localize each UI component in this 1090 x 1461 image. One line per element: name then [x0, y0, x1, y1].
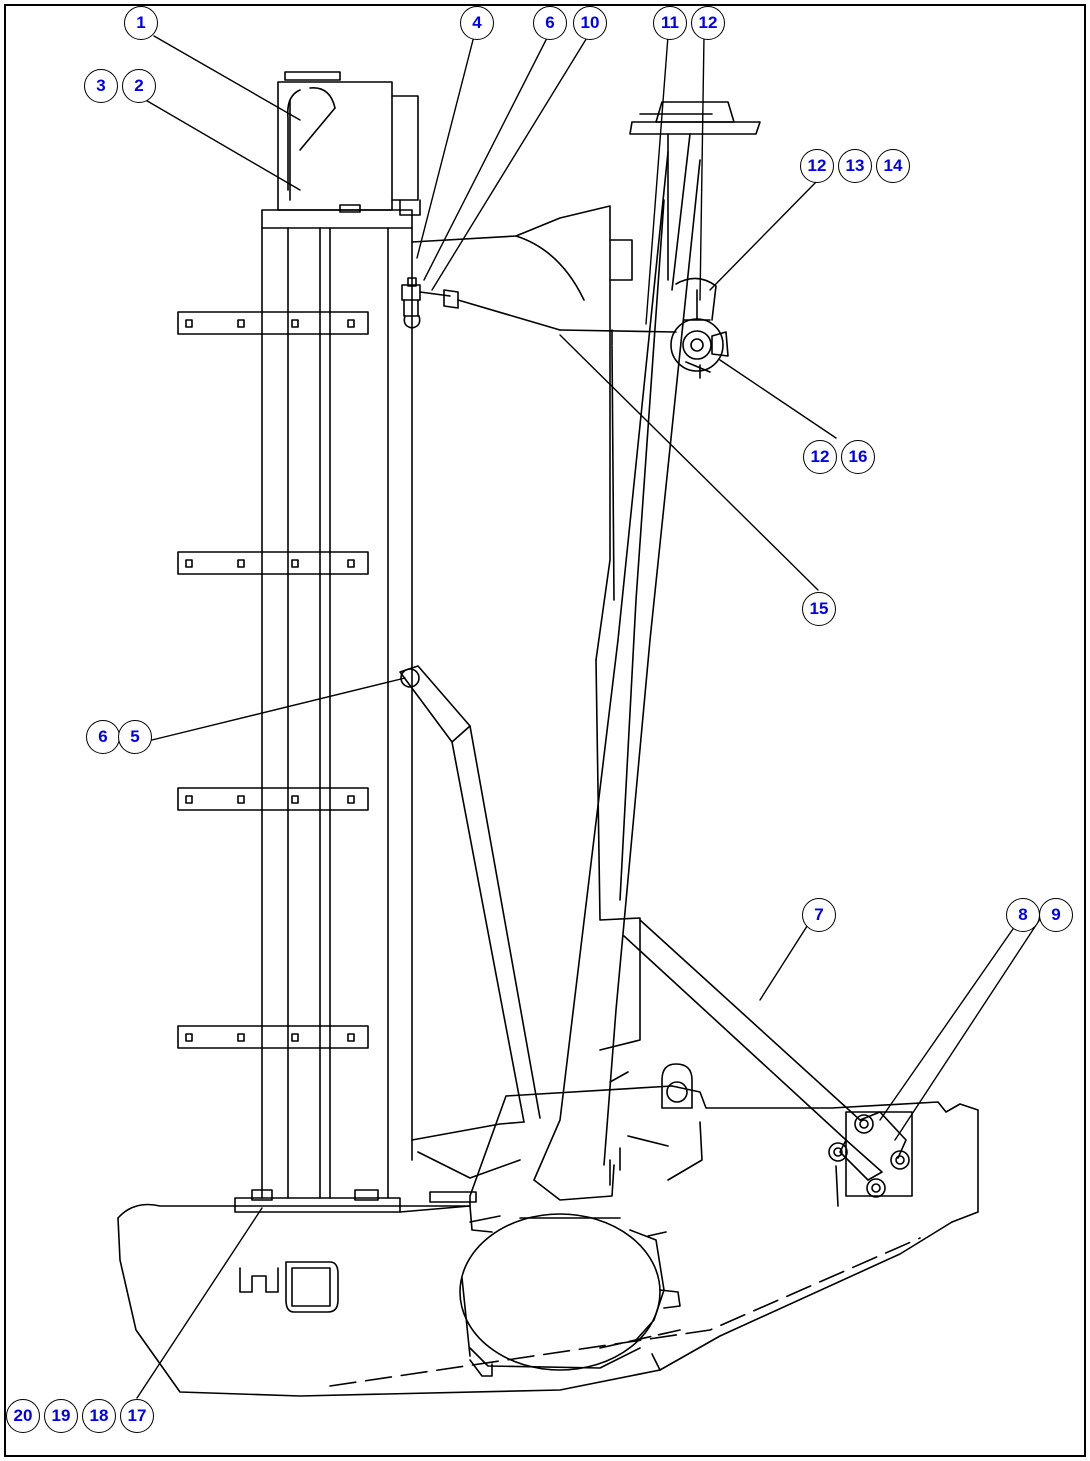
- machine-deck: [117, 1063, 979, 1397]
- callout-7[interactable]: 7: [802, 898, 836, 932]
- callout-20[interactable]: 20: [6, 1399, 40, 1433]
- callout-6-top[interactable]: 6: [533, 6, 567, 40]
- callout-19[interactable]: 19: [44, 1399, 78, 1433]
- callout-3[interactable]: 3: [84, 69, 118, 103]
- callout-6-left[interactable]: 6: [86, 720, 120, 754]
- hydraulic-strut: [623, 919, 907, 1181]
- upper-shroud: [411, 205, 641, 1051]
- callout-5[interactable]: 5: [118, 720, 152, 754]
- callout-2[interactable]: 2: [122, 69, 156, 103]
- callout-4[interactable]: 4: [460, 6, 494, 40]
- boom-arm: [533, 151, 701, 1201]
- sheave-assembly: [670, 277, 729, 379]
- callout-12-top[interactable]: 12: [691, 6, 725, 40]
- upper-canopy: [629, 101, 761, 291]
- callout-8[interactable]: 8: [1006, 898, 1040, 932]
- mast-column: [177, 71, 421, 1213]
- callout-14[interactable]: 14: [876, 149, 910, 183]
- callout-9[interactable]: 9: [1039, 898, 1073, 932]
- callout-1[interactable]: 1: [124, 6, 158, 40]
- trunnion-mount: [828, 1111, 913, 1198]
- upper-pivot-fitting: [401, 277, 677, 333]
- callout-15[interactable]: 15: [802, 592, 836, 626]
- callout-17[interactable]: 17: [120, 1399, 154, 1433]
- callout-18[interactable]: 18: [82, 1399, 116, 1433]
- callout-13[interactable]: 13: [838, 149, 872, 183]
- callout-12-right[interactable]: 12: [800, 149, 834, 183]
- lower-diagonal-brace: [399, 665, 541, 1179]
- callout-10[interactable]: 10: [573, 6, 607, 40]
- callout-11[interactable]: 11: [653, 6, 687, 40]
- mast-brackets: [177, 311, 369, 1049]
- callout-12-lower[interactable]: 12: [803, 440, 837, 474]
- callout-16[interactable]: 16: [841, 440, 875, 474]
